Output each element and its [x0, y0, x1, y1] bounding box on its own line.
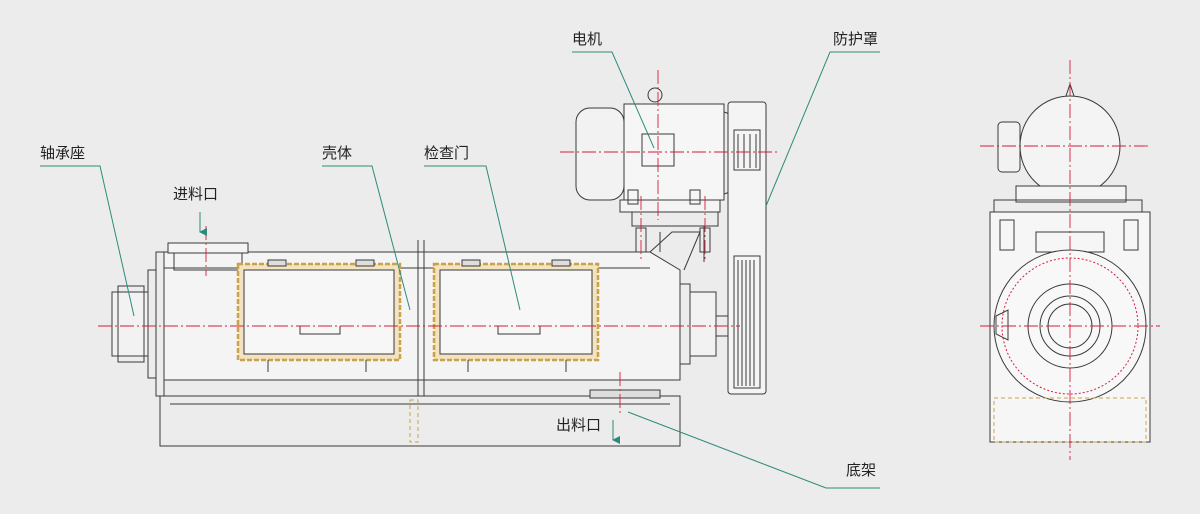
label-guard: 防护罩: [833, 30, 879, 48]
label-motor: 电机: [572, 30, 603, 48]
leader-guard: [765, 51, 880, 207]
side-view: [111, 87, 767, 447]
belt-guard: [727, 101, 767, 395]
label-feed-inlet: 进料口: [173, 185, 219, 203]
motor-body: [575, 87, 737, 205]
inspection-door-left: [236, 259, 402, 372]
end-motor: [993, 82, 1143, 213]
leader-inspection-door: [424, 165, 521, 311]
leader-lines: [40, 51, 880, 489]
label-base-frame: 底架: [846, 461, 877, 479]
end-centerlines: [980, 60, 1160, 460]
label-inspection-door: 检查门: [424, 144, 470, 162]
drive-end: [679, 283, 731, 365]
base-frame: [159, 389, 681, 447]
leader-motor: [572, 51, 655, 149]
label-discharge-outlet: 出料口: [556, 416, 602, 434]
bearing-seat: [111, 251, 165, 397]
motor-bracket: [619, 199, 721, 271]
leader-shell: [322, 165, 411, 311]
label-shell: 壳体: [322, 144, 353, 162]
inspection-door-right: [432, 259, 600, 372]
leader-bearing-seat: [40, 165, 135, 317]
leader-base-frame: [627, 411, 880, 489]
feed-inlet-hopper: [167, 242, 249, 271]
label-bearing-seat: 轴承座: [40, 144, 86, 162]
